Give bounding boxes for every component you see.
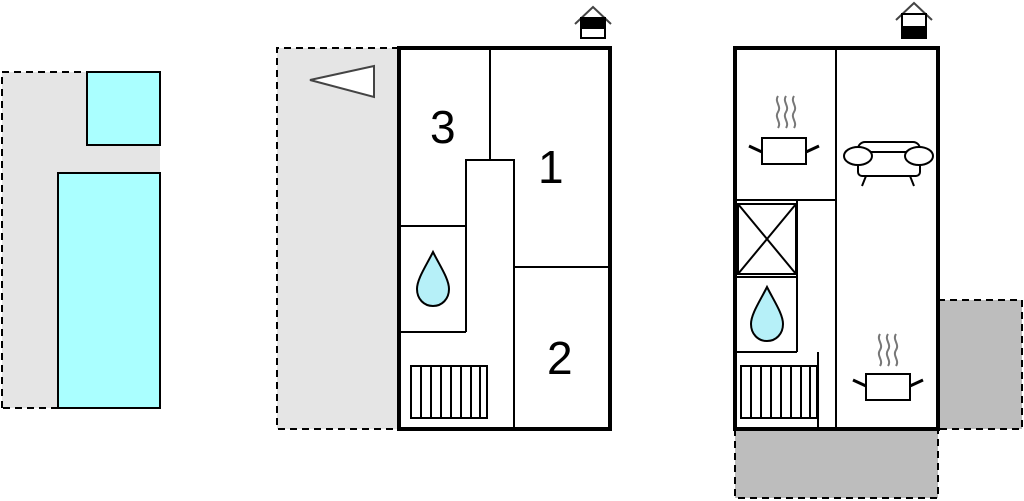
kitchen-pot-body-2 bbox=[852, 373, 924, 401]
kitchen-pot-body bbox=[748, 137, 820, 165]
floor-2 bbox=[733, 1, 1023, 499]
terrace-bottom-border bbox=[734, 429, 939, 499]
floor-1: 3 1 2 bbox=[276, 5, 612, 431]
stairs-icon bbox=[410, 365, 488, 419]
interior-walls-floor-1 bbox=[399, 48, 610, 429]
yard-area bbox=[277, 48, 399, 429]
yard-border bbox=[276, 47, 399, 430]
pool-small bbox=[86, 71, 161, 146]
pool-large bbox=[57, 172, 161, 409]
triangle-marker-icon bbox=[309, 64, 375, 99]
kitchen-pot-icon bbox=[775, 95, 797, 129]
terrace-right-border bbox=[938, 299, 1023, 430]
bathroom-drop-icon bbox=[749, 284, 785, 343]
room-3-label: 3 bbox=[430, 101, 456, 153]
kitchen-pot-icon bbox=[877, 333, 899, 367]
stairs-icon bbox=[740, 365, 818, 419]
floor-indicator-icon bbox=[895, 1, 933, 39]
room-2-label: 2 bbox=[547, 332, 573, 384]
terrace-right bbox=[938, 300, 1022, 429]
outdoor-area-border bbox=[1, 71, 87, 409]
sofa-icon bbox=[843, 141, 934, 187]
floor-indicator-icon bbox=[574, 5, 612, 39]
bathroom-drop-icon bbox=[415, 249, 451, 308]
terrace-bottom bbox=[735, 429, 938, 498]
room-1-label: 1 bbox=[538, 141, 564, 193]
outdoor-section bbox=[1, 71, 161, 409]
void-cross-icon bbox=[737, 203, 797, 275]
